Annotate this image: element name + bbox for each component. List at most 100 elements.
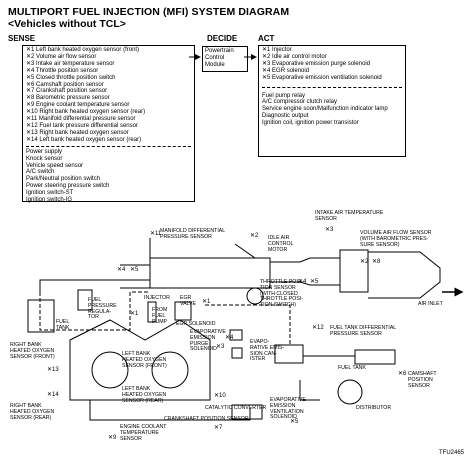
- catalytic-label: CATALYTIC CONVERTER: [205, 405, 266, 412]
- label-line: TOR: [88, 314, 99, 321]
- label-line: SENSOR: [120, 435, 142, 442]
- sense-item: Vehicle speed sensor: [26, 162, 84, 169]
- act-item: ✕2 Idle air control motor: [262, 53, 327, 60]
- label-line: SENSOR (REAR): [10, 414, 52, 421]
- sense-item: ✕1 Left bank heated oxygen sensor (front…: [26, 47, 140, 53]
- egr-solenoid-label: EGR SOLENOID: [176, 321, 216, 328]
- label-line: SENSOR (FRONT): [10, 353, 55, 360]
- sense-header: SENSE: [8, 34, 36, 43]
- label-line: LEFT BANK: [122, 386, 151, 392]
- intake-tube: [270, 257, 340, 286]
- marker-8: ✕8: [372, 259, 381, 265]
- decide-header: DECIDE: [207, 34, 238, 43]
- act-item: Ignition coil, ignition power transistor: [262, 120, 359, 127]
- evap-purge-line: [205, 304, 291, 345]
- label-line: FUEL: [88, 297, 102, 303]
- intake-plenum: [149, 257, 271, 289]
- engine-block: [69, 319, 211, 401]
- fuel-rail: [39, 279, 150, 292]
- decide-line: Control: [205, 54, 225, 61]
- sense-item: ✕7 Crankshaft position sensor: [26, 88, 108, 95]
- marker-4c: ✕4: [225, 335, 234, 341]
- label-line: EVAPORATIVE: [190, 329, 226, 335]
- vol-air-flow-label: VOLUME AIR FLOW SENSOR(WITH BAROMETRIC P…: [360, 230, 432, 248]
- label-line: PRESSURE SENSOR: [160, 233, 212, 240]
- act-box: ✕1 Injector✕2 Idle air control motor✕3 E…: [258, 45, 406, 157]
- egr-solenoid-body: [231, 347, 243, 359]
- act-item: ✕1 Injector: [262, 47, 292, 53]
- sense-item: Park/Neutral position switch: [26, 176, 101, 183]
- air-cleaner: [368, 251, 441, 299]
- act-header: ACT: [258, 34, 275, 43]
- label-line: SION CAN-: [250, 350, 277, 357]
- marker-4a: ✕4: [117, 267, 126, 273]
- iac-line: [234, 243, 256, 259]
- sense-item: ✕6 Camshaft position sensor: [26, 81, 104, 88]
- label-line: TION SENSOR: [260, 284, 296, 291]
- label-line: IDLE AIR: [268, 235, 290, 241]
- fuel-tank-right-label: FUEL TANK: [338, 365, 366, 372]
- marker-12: ✕12: [312, 325, 324, 331]
- sense-divider: [26, 145, 191, 147]
- act-item: Diagnostic output: [262, 113, 309, 120]
- label-line: HEATED OXYGEN: [122, 391, 167, 398]
- sense-list-primary: ✕1 Left bank heated oxygen sensor (front…: [26, 47, 191, 144]
- label-line: RIGHT BANK: [10, 403, 42, 409]
- label-line: PUMP: [152, 318, 167, 325]
- distributor-label: DISTRIBUTOR: [356, 405, 391, 412]
- crankshaft-label: CRANKSHAFT POSITION SENSOR: [164, 416, 249, 423]
- label-line: REGULA-: [88, 308, 112, 315]
- label-line: THROTTLE POSI-: [260, 296, 303, 303]
- egr-valve-body: [174, 301, 192, 321]
- plenum-inlet: [120, 264, 150, 289]
- fuel-pressure-regulator: [77, 289, 93, 311]
- label-line: SOLENOID: [270, 414, 297, 421]
- cylinder-left: [91, 351, 129, 389]
- marker-5b: ✕5: [290, 419, 299, 425]
- sense-box: ✕1 Left bank heated oxygen sensor (front…: [22, 45, 195, 203]
- sense-item: ✕11 Manifold differential pressure senso…: [26, 116, 136, 123]
- label-line: SURE SENSOR): [360, 241, 400, 248]
- marker-2b: ✕2: [250, 233, 259, 239]
- label-line: (WITH CLOSED: [260, 290, 298, 297]
- label-line: EVAPO-: [250, 339, 270, 345]
- label-line: RIGHT BANK: [10, 342, 42, 348]
- fuel-tank-right: [354, 349, 396, 365]
- injector-label: INJECTOR: [144, 295, 170, 302]
- act-item: ✕4 EGR solenoid: [262, 67, 310, 74]
- label-line: THROTTLE POSI-: [260, 279, 303, 285]
- label-line: TION SWITCH): [260, 302, 297, 309]
- label-line: SENSOR: [315, 215, 337, 222]
- act-divider: [262, 86, 402, 88]
- sense-item: ✕3 Intake air temperature sensor: [26, 60, 115, 67]
- label-line: EMISSION: [270, 402, 296, 409]
- act-item: ✕3 Evaporative emission purge solenoid: [262, 60, 371, 67]
- page-title: MULTIPORT FUEL INJECTION (MFI) SYSTEM DI…: [8, 6, 290, 18]
- fuel-tank-left: [27, 299, 55, 333]
- marker-3b: ✕3: [216, 344, 225, 350]
- label-line: HEATED OXYGEN: [10, 347, 55, 354]
- label-line: MOTOR: [268, 246, 288, 253]
- marker-1: ✕1: [130, 311, 139, 317]
- cylinder-right: [151, 351, 189, 389]
- label-line: TEMPERATURE: [120, 429, 159, 436]
- distributor-body: [337, 379, 363, 405]
- sense-item: ✕10 Right bank heated oxygen sensor (rea…: [26, 109, 146, 116]
- label-line: FUEL TANK DIFFERENTIAL: [330, 325, 397, 331]
- label-line: INJECTOR: [144, 295, 170, 301]
- sense-item: Power supply: [26, 148, 63, 155]
- decide-line: Module: [205, 61, 225, 68]
- sense-item: Power steering pressure switch: [26, 183, 110, 190]
